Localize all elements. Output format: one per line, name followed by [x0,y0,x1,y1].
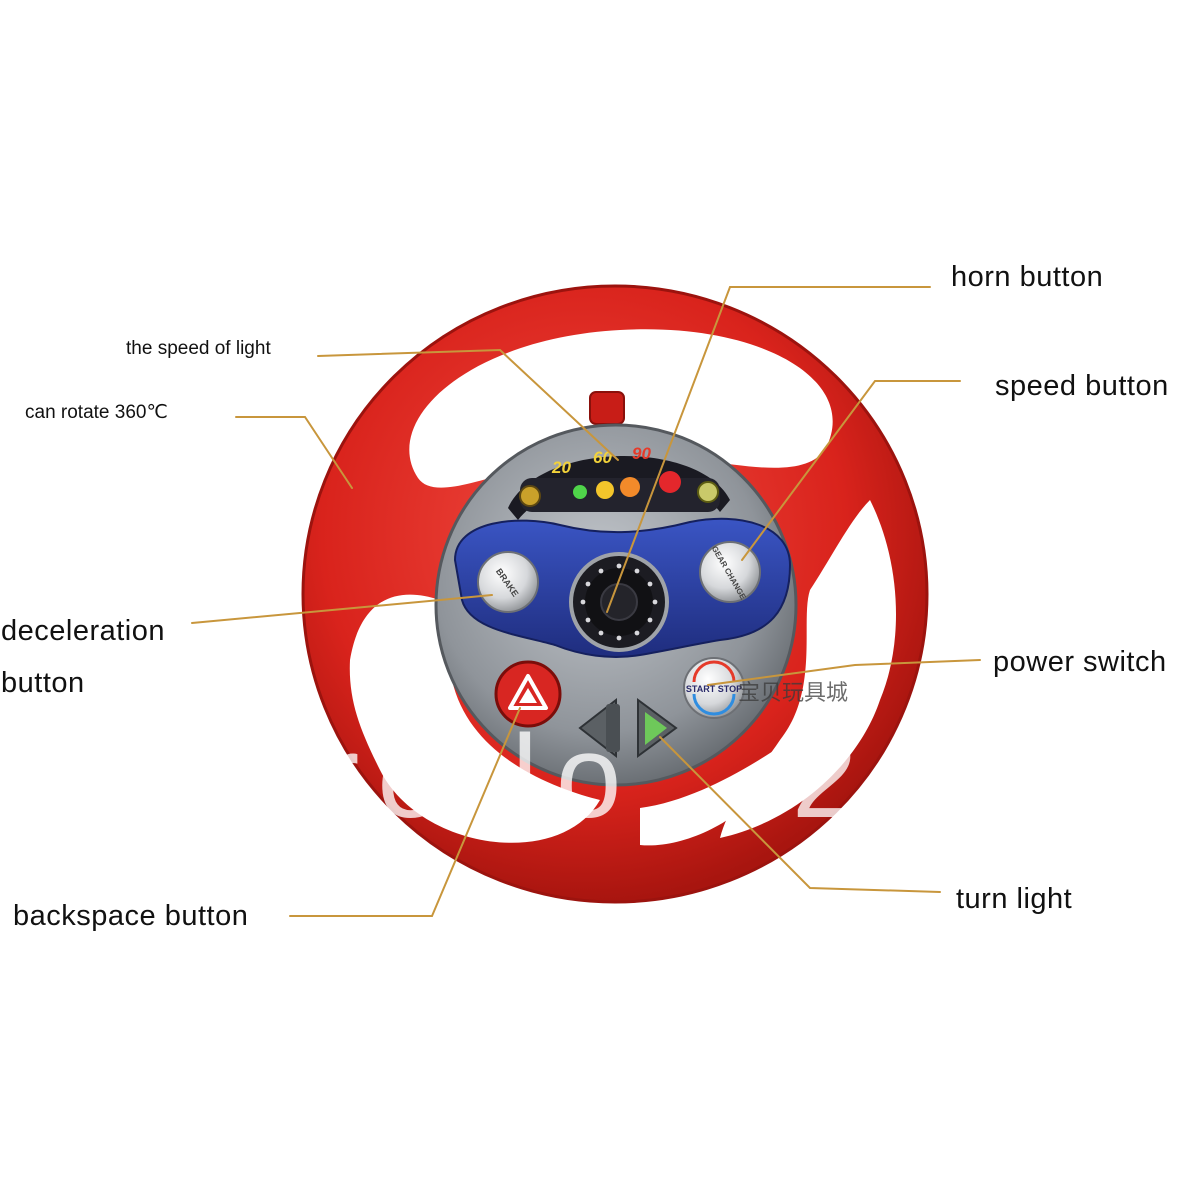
brake-button[interactable]: BRAKE [477,551,539,613]
label-speed-of-light: the speed of light [126,338,271,359]
callout-deceleration [191,594,493,624]
backspace-button[interactable] [494,660,562,728]
label-turn-light: turn light [956,883,1073,915]
callout-rotate [235,416,353,489]
label-horn-button: horn button [951,261,1104,293]
hub: 20 60 90 BRAKE GEAR CHANGE [434,423,798,787]
speed-mark-60: 60 [593,448,612,467]
start-stop-label: START STOP [686,684,742,694]
label-power-switch: power switch [993,646,1167,678]
speaker-holes [580,563,658,641]
speed-light-red [659,471,681,493]
label-deceleration-button: button [1,667,85,699]
speed-mark-90: 90 [632,444,651,463]
callout-power [707,659,981,686]
speed-mark-20: 20 [551,458,571,477]
callout-backspace [289,707,521,917]
horn-button[interactable] [569,552,669,652]
speed-light-yellow [596,481,614,499]
label-can-rotate: can rotate 360℃ [25,402,168,423]
label-deceleration: deceleration [1,615,165,647]
callout-speed [741,380,961,561]
callout-horn [606,286,931,613]
speed-light-green [573,485,587,499]
turn-left-button[interactable] [578,697,620,759]
speed-light-display [508,455,730,520]
power-switch-button[interactable]: START STOP [683,657,745,719]
callout-lines [191,286,981,917]
rim-opening-right [720,500,897,838]
callout-turn [659,736,941,893]
callout-speed-of-light [317,348,619,461]
gear-change-button[interactable]: GEAR CHANGE [699,541,761,603]
turn-right-button[interactable] [637,698,678,758]
brand-mark: 宝贝玩具城 [738,681,848,706]
rotation-knob[interactable] [589,391,625,425]
watermark: re lo . 24 [320,711,960,843]
rim-opening-left [349,594,600,843]
label-backspace-button: backspace button [13,900,249,932]
speed-light-orange [620,477,640,497]
label-speed-button: speed button [995,370,1169,402]
